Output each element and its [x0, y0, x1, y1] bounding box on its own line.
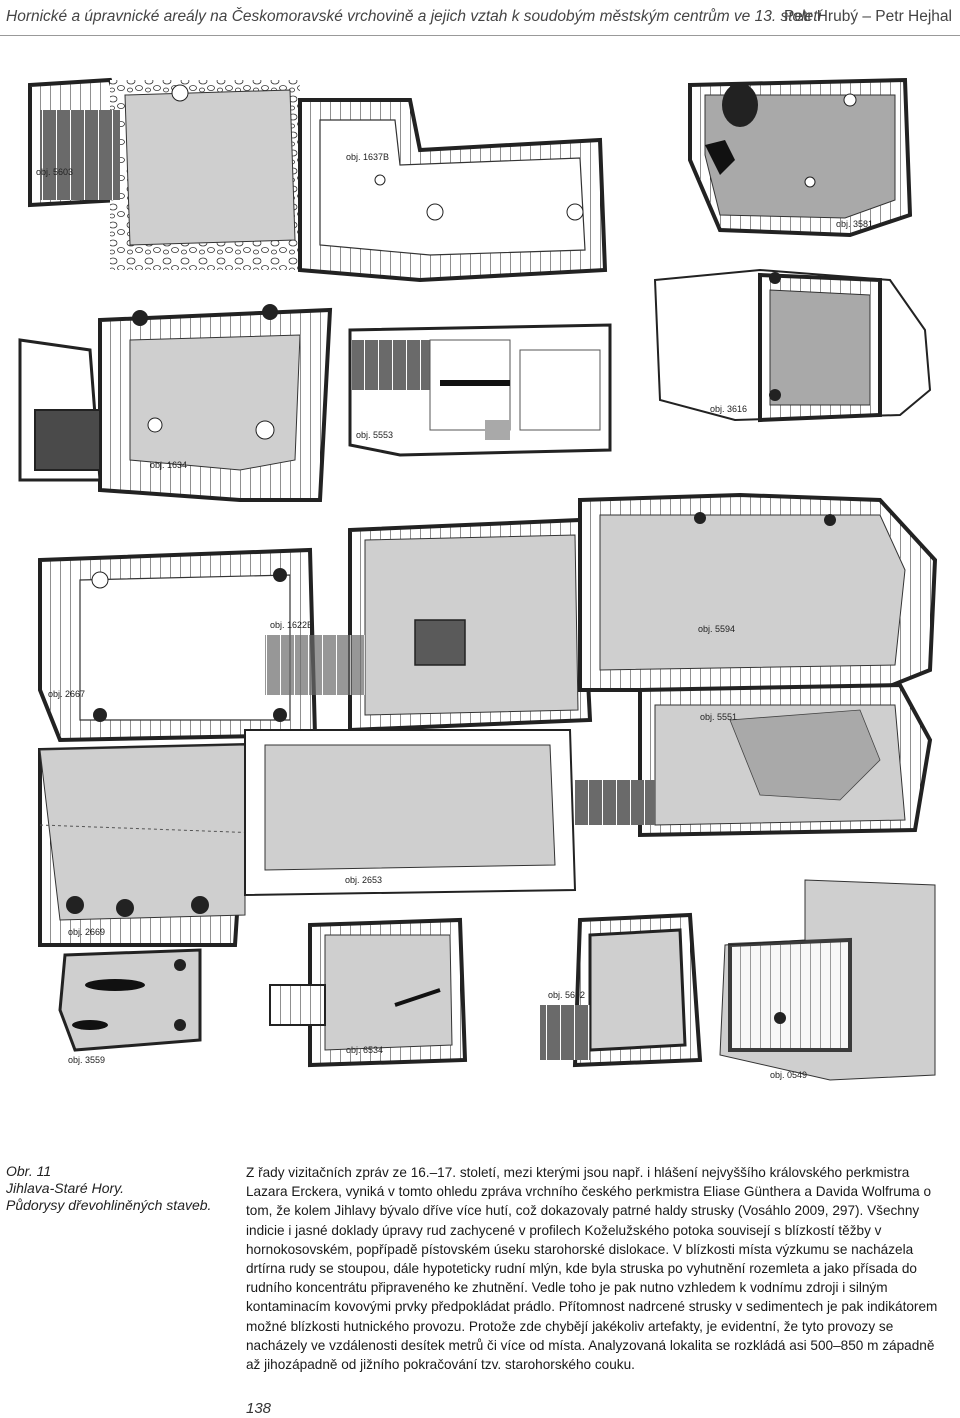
label-obj-3559: obj. 3559 [68, 1055, 105, 1065]
label-obj-5692: obj. 5692 [548, 990, 585, 1000]
plan-2669-2653: obj. 2669 obj. 2653 [38, 729, 577, 947]
figure-caption: Obr. 11 Jihlava-Staré Hory. Půdorysy dře… [6, 1163, 216, 1214]
running-title: Hornické a úpravnické areály na Českomor… [6, 8, 822, 25]
label-obj-5603: obj. 5603 [36, 167, 73, 177]
plan-1634: obj. 1634 [18, 304, 333, 502]
label-obj-3616: obj. 3616 [710, 404, 747, 414]
plan-5553: obj. 5553 [348, 323, 612, 457]
label-obj-3581: obj. 3581 [836, 219, 873, 229]
label-obj-2667: obj. 2667 [48, 689, 85, 699]
label-obj-0549: obj. 0549 [770, 1070, 807, 1080]
body-paragraph: Z řady vizitačních zpráv ze 16.–17. stol… [246, 1165, 938, 1373]
caption-figure-number: Obr. 11 [6, 1163, 52, 1179]
plan-2667-1622b: obj. 2667 obj. 1622B [38, 547, 318, 743]
plan-5551: obj. 5551 [575, 682, 933, 838]
page-number: 138 [246, 1400, 272, 1417]
floor-plans-drawing: obj. 5603 obj. 1637B obj. 3581 obj. 1634 [18, 77, 938, 1081]
plan-5594: obj. 5594 [265, 492, 938, 733]
figure-floor-plans: obj. 5603 obj. 1637B obj. 3581 obj. 1634 [0, 40, 960, 1160]
plan-3559: obj. 3559 [58, 948, 202, 1065]
label-obj-6534: obj. 6534 [346, 1045, 383, 1055]
label-obj-5553: obj. 5553 [356, 430, 393, 440]
plan-3581: obj. 3581 [688, 77, 913, 238]
label-obj-5551: obj. 5551 [700, 712, 737, 722]
page-header: Hornické a úpravnické areály na Českomor… [0, 0, 960, 38]
label-obj-5594: obj. 5594 [698, 624, 735, 634]
plan-5603-1637b: obj. 5603 obj. 1637B [28, 77, 608, 283]
plan-3616: obj. 3616 [653, 268, 932, 423]
plan-0549: obj. 0549 [719, 879, 936, 1081]
label-obj-1637b: obj. 1637B [346, 152, 389, 162]
label-obj-2669: obj. 2669 [68, 927, 105, 937]
label-obj-2653: obj. 2653 [345, 875, 382, 885]
plan-6534-5692: obj. 6534 obj. 5692 [269, 912, 703, 1068]
running-authors: Petr Hrubý – Petr Hejhal [784, 8, 952, 25]
label-obj-1622b: obj. 1622B [270, 620, 313, 630]
header-rule [0, 35, 960, 36]
caption-description: Půdorysy dřevohliněných staveb. [6, 1197, 212, 1213]
caption-location: Jihlava-Staré Hory. [6, 1180, 125, 1196]
label-obj-1634: obj. 1634 [150, 460, 187, 470]
